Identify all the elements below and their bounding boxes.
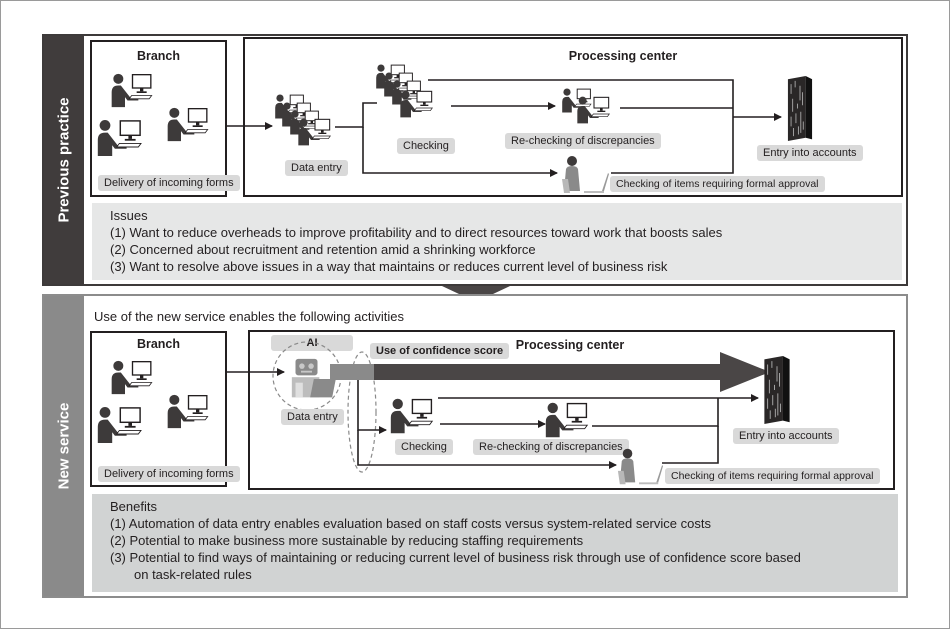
new-checking-tag: Checking	[395, 439, 453, 455]
benefit-item: (2) Potential to make business more sust…	[110, 533, 584, 548]
prev-branch-tag: Delivery of incoming forms	[98, 175, 240, 191]
issues-heading: Issues	[110, 208, 148, 223]
approver-icon	[616, 447, 664, 487]
prev-formal-tag: Checking of items requiring formal appro…	[610, 176, 825, 192]
new-data-entry-tag: Data entry	[281, 409, 344, 425]
prev-recheck-tag: Re-checking of discrepancies	[505, 133, 661, 149]
new-branch-title: Branch	[136, 337, 181, 351]
confidence-score-ellipse	[347, 351, 377, 473]
line-recheck	[592, 398, 719, 427]
issue-item: (3) Want to resolve above issues in a wa…	[110, 259, 668, 274]
recheck-worker-icon	[544, 401, 596, 439]
new-branch-box: Branch Delivery of incoming forms	[90, 331, 240, 487]
arrow-to-checking	[357, 380, 387, 434]
new-center-title: Processing center	[515, 338, 625, 352]
checking-worker-icon	[389, 397, 441, 435]
issue-item: (1) Want to reduce overheads to improve …	[110, 225, 723, 240]
ai-robot-icon	[286, 357, 338, 401]
arrow-entry-to-formal	[362, 127, 558, 177]
new-accounts-tag: Entry into accounts	[733, 428, 839, 444]
automation-fat-arrow	[330, 352, 770, 392]
issue-item: (2) Concerned about recruitment and rete…	[110, 242, 536, 257]
line-entry-to-checking	[335, 102, 377, 128]
previous-practice-sidebar: Previous practice	[44, 36, 84, 284]
arrow-to-formal	[357, 430, 617, 469]
benefits-panel: Benefits (1) Automation of data entry en…	[92, 494, 898, 592]
issues-panel: Issues (1) Want to reduce overheads to i…	[92, 203, 902, 280]
prev-accounts-tag: Entry into accounts	[757, 145, 863, 161]
new-service-intro: Use of the new service enables the follo…	[94, 309, 404, 324]
ai-tag: AI	[271, 335, 353, 351]
new-formal-tag: Checking of items requiring formal appro…	[665, 468, 880, 484]
line-checking-direct	[428, 79, 734, 117]
benefit-item: (3) Potential to find ways of maintainin…	[110, 550, 801, 565]
benefits-heading: Benefits	[110, 499, 157, 514]
line-formal	[662, 426, 719, 464]
new-branch-tag: Delivery of incoming forms	[98, 466, 240, 482]
prev-branch-box: Branch Delivery of incoming forms	[90, 40, 240, 197]
benefit-item: (1) Automation of data entry enables eva…	[110, 516, 711, 531]
server-icon	[762, 356, 792, 424]
prev-data-entry-tag: Data entry	[285, 160, 348, 176]
prev-center-title: Processing center	[568, 49, 678, 63]
new-recheck-tag: Re-checking of discrepancies	[473, 439, 629, 455]
prev-checking-tag: Checking	[397, 138, 455, 154]
benefit-item-continuation: on task-related rules	[134, 567, 252, 582]
new-service-sidebar: New service	[44, 296, 84, 596]
confidence-score-tag: Use of confidence score	[370, 343, 510, 359]
line-formal	[611, 117, 734, 174]
prev-branch-title: Branch	[136, 49, 181, 63]
